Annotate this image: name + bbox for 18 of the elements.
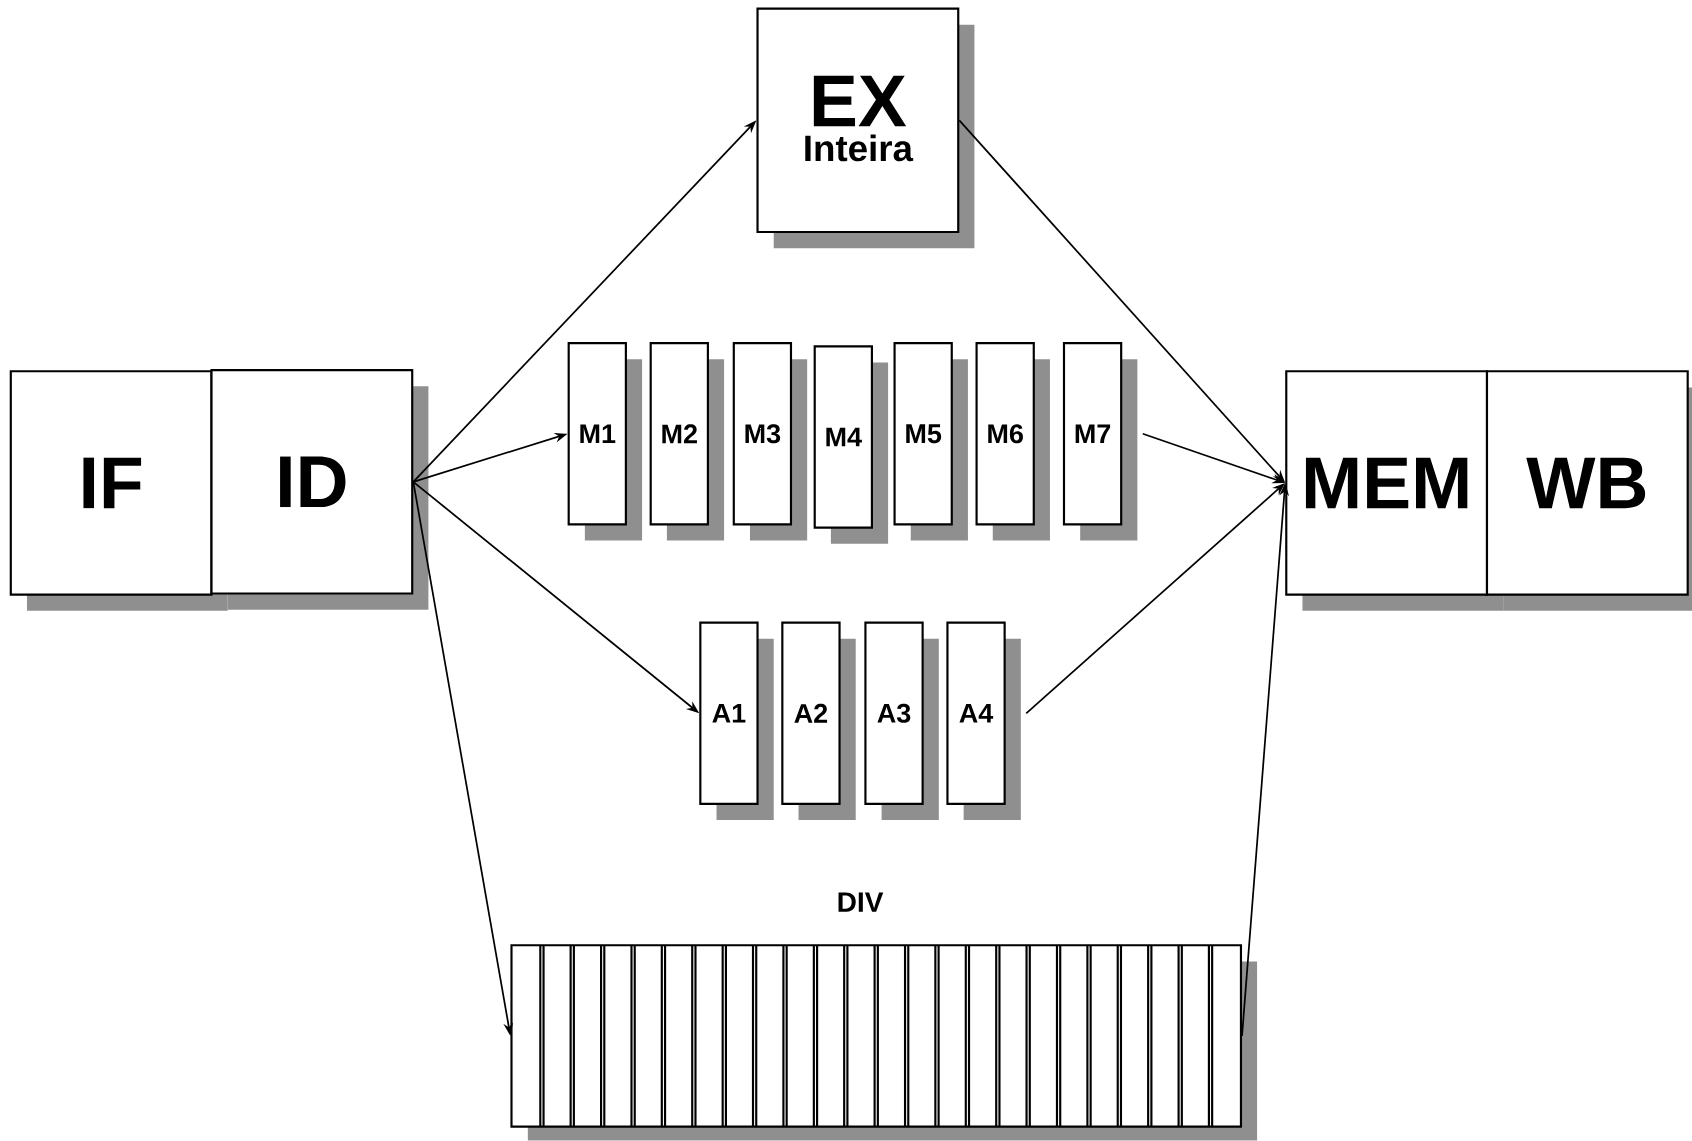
stage-cell: A3: [864, 621, 939, 821]
stage-cell: M1: [567, 342, 643, 541]
divider-pipeline: DIV: [510, 892, 1258, 1141]
stage-cell: A4: [946, 621, 1021, 821]
stage-cell: M3: [732, 342, 808, 541]
stage-cell: M6: [975, 342, 1050, 541]
stage-cell: M4: [813, 345, 889, 545]
stage-box: EX Inteira: [756, 7, 975, 249]
stage-box: WB: [1485, 370, 1692, 611]
stage-cell: M2: [649, 342, 725, 541]
node-label: DIV: [838, 892, 884, 912]
stage-cell: A2: [781, 621, 856, 821]
stage-cell: M5: [893, 342, 968, 541]
stage-box: IF: [9, 370, 228, 611]
stage-cell: A1: [699, 621, 774, 821]
stage-box: ID: [210, 369, 429, 610]
stage-cell: M7: [1062, 342, 1138, 541]
stage-box: MEM: [1285, 370, 1504, 611]
